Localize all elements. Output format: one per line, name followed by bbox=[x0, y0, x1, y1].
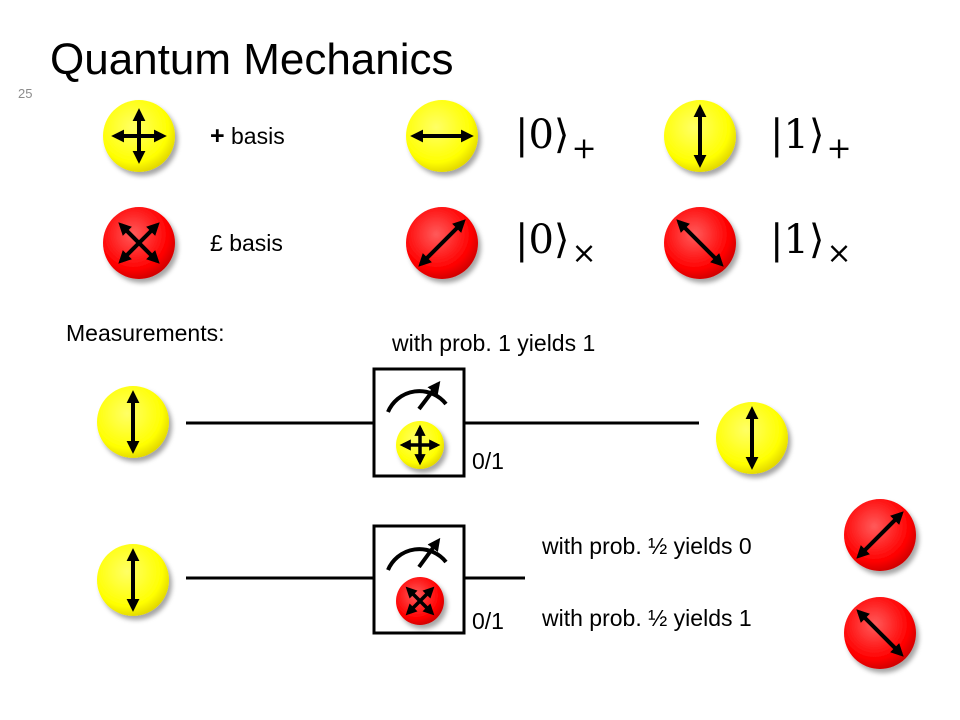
row2-meter-icon bbox=[386, 537, 448, 571]
row2-input-ball bbox=[97, 544, 169, 616]
row1-meter-basis-ball bbox=[396, 421, 444, 469]
one-plus-ket-text: |1⟩ bbox=[770, 112, 825, 158]
cross-basis-arrows-icon bbox=[405, 586, 435, 616]
plus-basis-ball bbox=[103, 100, 175, 172]
row1-result-text: with prob. 1 yields 1 bbox=[392, 330, 596, 356]
zero-plus-ket: |0⟩+ bbox=[515, 110, 597, 174]
antidiagonal-arrow-icon bbox=[676, 219, 724, 267]
zero-cross-ket-sub: × bbox=[571, 236, 597, 271]
zero-cross-ket: |0⟩× bbox=[515, 215, 597, 279]
zero-plus-ket-sub: + bbox=[571, 131, 597, 166]
row2-result1-ball bbox=[844, 597, 916, 669]
cross-basis-arrows-icon bbox=[118, 222, 160, 264]
row1-input-ball bbox=[97, 386, 169, 458]
plus-basis-label: + basis bbox=[210, 121, 285, 151]
row1-output-ball bbox=[716, 402, 788, 474]
plus-basis-word: basis bbox=[231, 123, 285, 149]
plus-basis-arrows-icon bbox=[399, 424, 441, 466]
diagonal-arrow-icon bbox=[856, 511, 904, 559]
row2-output-label: 0/1 bbox=[472, 608, 504, 634]
one-cross-ket-sub: × bbox=[826, 236, 852, 271]
zero-cross-ket-text: |0⟩ bbox=[515, 217, 570, 263]
row1-meter-icon bbox=[386, 380, 448, 413]
one-cross-ket-text: |1⟩ bbox=[770, 217, 825, 263]
cross-basis-ball bbox=[103, 207, 175, 279]
cross-basis-word: basis bbox=[229, 230, 283, 256]
cross-basis-symbol: £ bbox=[210, 230, 223, 256]
row2-result0-text: with prob. ½ yields 0 bbox=[542, 533, 752, 559]
row1-output-label: 0/1 bbox=[472, 448, 504, 474]
zero-cross-ball bbox=[406, 207, 478, 279]
one-cross-ket: |1⟩× bbox=[770, 215, 852, 279]
zero-plus-ball bbox=[406, 100, 478, 172]
antidiagonal-arrow-icon bbox=[856, 609, 904, 657]
slide-title: Quantum Mechanics bbox=[50, 35, 454, 84]
row2-result1-text: with prob. ½ yields 1 bbox=[542, 605, 752, 631]
one-plus-ket-sub: + bbox=[826, 131, 852, 166]
row2-meter-basis-ball bbox=[396, 577, 444, 625]
diagonal-arrow-icon bbox=[418, 219, 466, 267]
cross-basis-label: £ basis bbox=[210, 228, 283, 258]
zero-plus-ket-text: |0⟩ bbox=[515, 112, 570, 158]
plus-basis-arrows-icon bbox=[111, 108, 167, 164]
one-plus-ket: |1⟩+ bbox=[770, 110, 852, 174]
one-plus-ball bbox=[664, 100, 736, 172]
plus-basis-symbol: + bbox=[210, 122, 225, 150]
one-cross-ball bbox=[664, 207, 736, 279]
slide-number: 25 bbox=[18, 86, 33, 101]
row2-result0-ball bbox=[844, 499, 916, 571]
measurements-heading: Measurements: bbox=[66, 320, 225, 346]
